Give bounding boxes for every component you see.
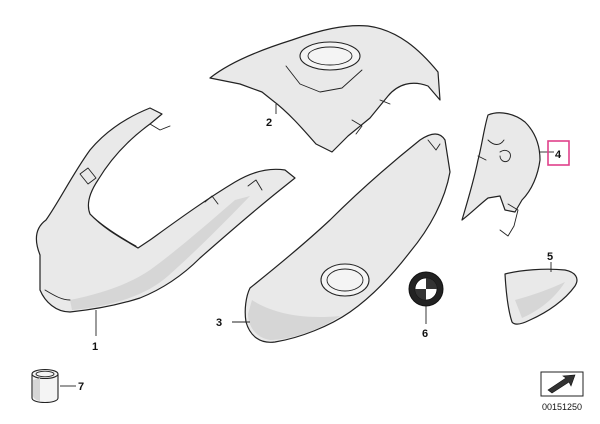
callout-2[interactable]: 2 xyxy=(266,117,272,129)
part-1-front-fairing[interactable] xyxy=(35,107,296,313)
callout-5[interactable]: 5 xyxy=(547,251,553,263)
document-number: 00151250 xyxy=(542,402,582,412)
callout-7[interactable]: 7 xyxy=(78,381,84,393)
arrow-box-icon xyxy=(540,371,584,397)
part-4-rear-cover[interactable] xyxy=(461,112,541,237)
part-5-trim-piece[interactable] xyxy=(504,268,578,325)
part-7-sleeve[interactable] xyxy=(31,368,59,404)
callout-3[interactable]: 3 xyxy=(216,317,222,329)
part-6-emblem[interactable] xyxy=(408,271,444,307)
callout-4[interactable]: 4 xyxy=(555,149,562,161)
part-2-tank-cover[interactable] xyxy=(209,25,441,153)
filler-opening xyxy=(299,41,361,71)
callout-6[interactable]: 6 xyxy=(422,328,428,340)
leader-lines xyxy=(60,104,554,387)
callout-4-highlight xyxy=(547,140,570,166)
callout-1[interactable]: 1 xyxy=(92,341,98,353)
part-3-side-panel[interactable] xyxy=(244,133,451,343)
